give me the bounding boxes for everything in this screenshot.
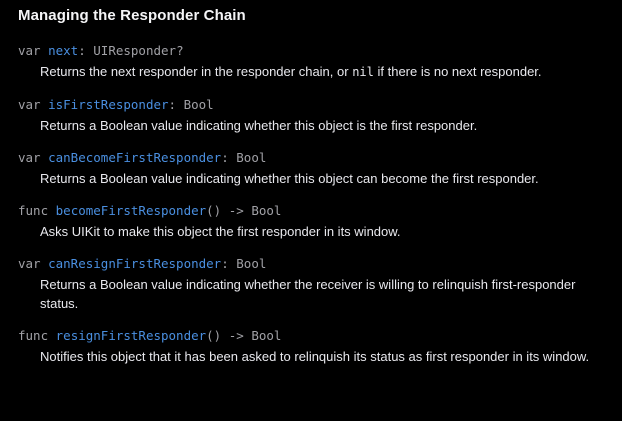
symbol-keyword: var xyxy=(18,97,41,112)
symbol-description: Returns the next responder in the respon… xyxy=(0,58,622,82)
symbol-signature[interactable]: var canResignFirstResponder: Bool xyxy=(0,256,622,271)
symbol-signature[interactable]: var next: UIResponder? xyxy=(0,43,622,58)
symbol-separator: : xyxy=(221,150,237,165)
symbol-name-link[interactable]: becomeFirstResponder xyxy=(55,203,207,218)
description-text: Returns a Boolean value indicating wheth… xyxy=(40,118,478,133)
symbol-type: Bool xyxy=(183,97,214,112)
description-text: if there is no next responder. xyxy=(373,64,542,79)
symbol-description: Asks UIKit to make this object the first… xyxy=(0,218,622,241)
symbol-keyword: func xyxy=(18,203,49,218)
description-text: Returns a Boolean value indicating wheth… xyxy=(40,277,576,311)
description-text: Returns the next responder in the respon… xyxy=(40,64,353,79)
page-title: Managing the Responder Chain xyxy=(18,7,246,24)
inline-code: nil xyxy=(352,65,374,79)
symbol-entry: var next: UIResponder? Returns the next r… xyxy=(0,43,622,82)
symbol-name-link[interactable]: next xyxy=(48,43,79,58)
symbol-type: Bool xyxy=(236,150,267,165)
symbol-signature[interactable]: var isFirstResponder: Bool xyxy=(0,97,622,112)
symbol-type: Bool xyxy=(236,256,267,271)
symbol-keyword: var xyxy=(18,43,41,58)
symbol-name-link[interactable]: canBecomeFirstResponder xyxy=(48,150,222,165)
symbol-separator: : xyxy=(78,43,94,58)
symbol-keyword: func xyxy=(18,328,49,343)
symbol-name-link[interactable]: resignFirstResponder xyxy=(55,328,207,343)
symbol-signature[interactable]: func becomeFirstResponder() -> Bool xyxy=(0,203,622,218)
symbol-list: var next: UIResponder? Returns the next r… xyxy=(0,43,622,366)
symbol-type: Bool xyxy=(251,328,282,343)
symbol-type: UIResponder? xyxy=(93,43,184,58)
symbol-signature[interactable]: var canBecomeFirstResponder: Bool xyxy=(0,150,622,165)
symbol-keyword: var xyxy=(18,150,41,165)
symbol-name-link[interactable]: isFirstResponder xyxy=(48,97,169,112)
symbol-name-link[interactable]: canResignFirstResponder xyxy=(48,256,222,271)
symbol-description: Notifies this object that it has been as… xyxy=(0,343,622,366)
symbol-description: Returns a Boolean value indicating wheth… xyxy=(0,165,622,188)
description-text: Notifies this object that it has been as… xyxy=(40,349,590,364)
symbol-separator: : xyxy=(168,97,184,112)
description-text: Returns a Boolean value indicating wheth… xyxy=(40,171,539,186)
description-text: Asks UIKit to make this object the first… xyxy=(40,224,401,239)
symbol-description: Returns a Boolean value indicating wheth… xyxy=(0,271,622,313)
symbol-type: Bool xyxy=(251,203,282,218)
symbol-separator: () -> xyxy=(206,328,252,343)
symbol-separator: () -> xyxy=(206,203,252,218)
symbol-description: Returns a Boolean value indicating wheth… xyxy=(0,112,622,135)
symbol-separator: : xyxy=(221,256,237,271)
symbol-keyword: var xyxy=(18,256,41,271)
symbol-signature[interactable]: func resignFirstResponder() -> Bool xyxy=(0,328,622,343)
